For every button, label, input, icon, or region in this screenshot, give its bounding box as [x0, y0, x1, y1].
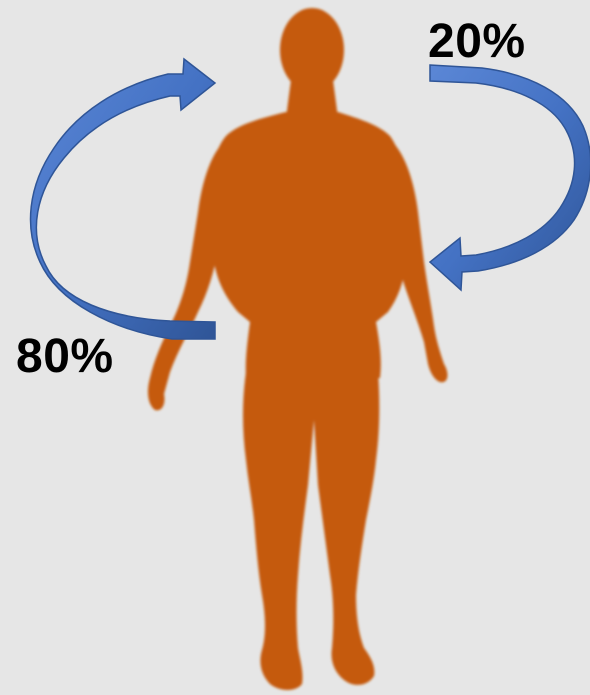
right-percentage-label: 20% — [428, 18, 526, 66]
left-percentage-label: 80% — [16, 333, 114, 381]
